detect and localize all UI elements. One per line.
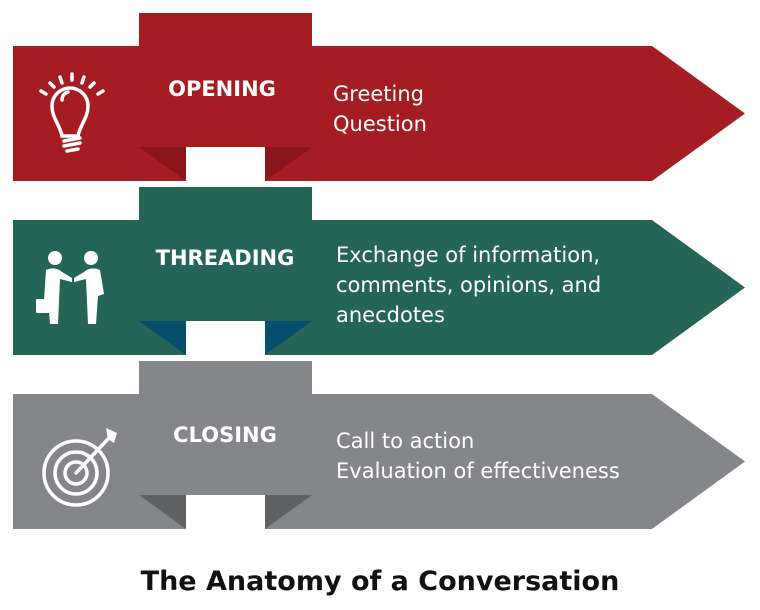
- fold-left: [139, 147, 186, 181]
- stage-closing: CLOSING Call to action Evaluation of eff…: [13, 361, 745, 529]
- fold-right: [265, 495, 312, 529]
- stage-line: Greeting: [333, 82, 424, 106]
- stage-banner: [13, 361, 745, 529]
- diagram-title: The Anatomy of a Conversation: [141, 566, 620, 597]
- stage-line: comments, opinions, and: [336, 273, 601, 297]
- stage-line: Call to action: [336, 429, 474, 453]
- fold-right: [265, 321, 312, 355]
- stage-threading: THREADING Exchange of information, comme…: [13, 187, 745, 355]
- stage-line: Exchange of information,: [336, 243, 600, 267]
- stage-line: Evaluation of effectiveness: [336, 459, 620, 483]
- stage-opening: OPENING Greeting Question: [13, 13, 745, 181]
- stage-title: THREADING: [156, 246, 295, 270]
- handshake-icon: [36, 251, 104, 324]
- fold-left: [139, 321, 186, 355]
- target-icon: [42, 428, 117, 507]
- stage-banner: [13, 13, 745, 181]
- fold-left: [139, 495, 186, 529]
- stage-title: OPENING: [168, 77, 276, 101]
- fold-right: [265, 147, 312, 181]
- stage-line: Question: [333, 112, 427, 136]
- stage-title: CLOSING: [173, 423, 277, 447]
- lightbulb-icon: [39, 72, 105, 153]
- stage-banner: [13, 187, 745, 355]
- stage-line: anecdotes: [336, 303, 445, 327]
